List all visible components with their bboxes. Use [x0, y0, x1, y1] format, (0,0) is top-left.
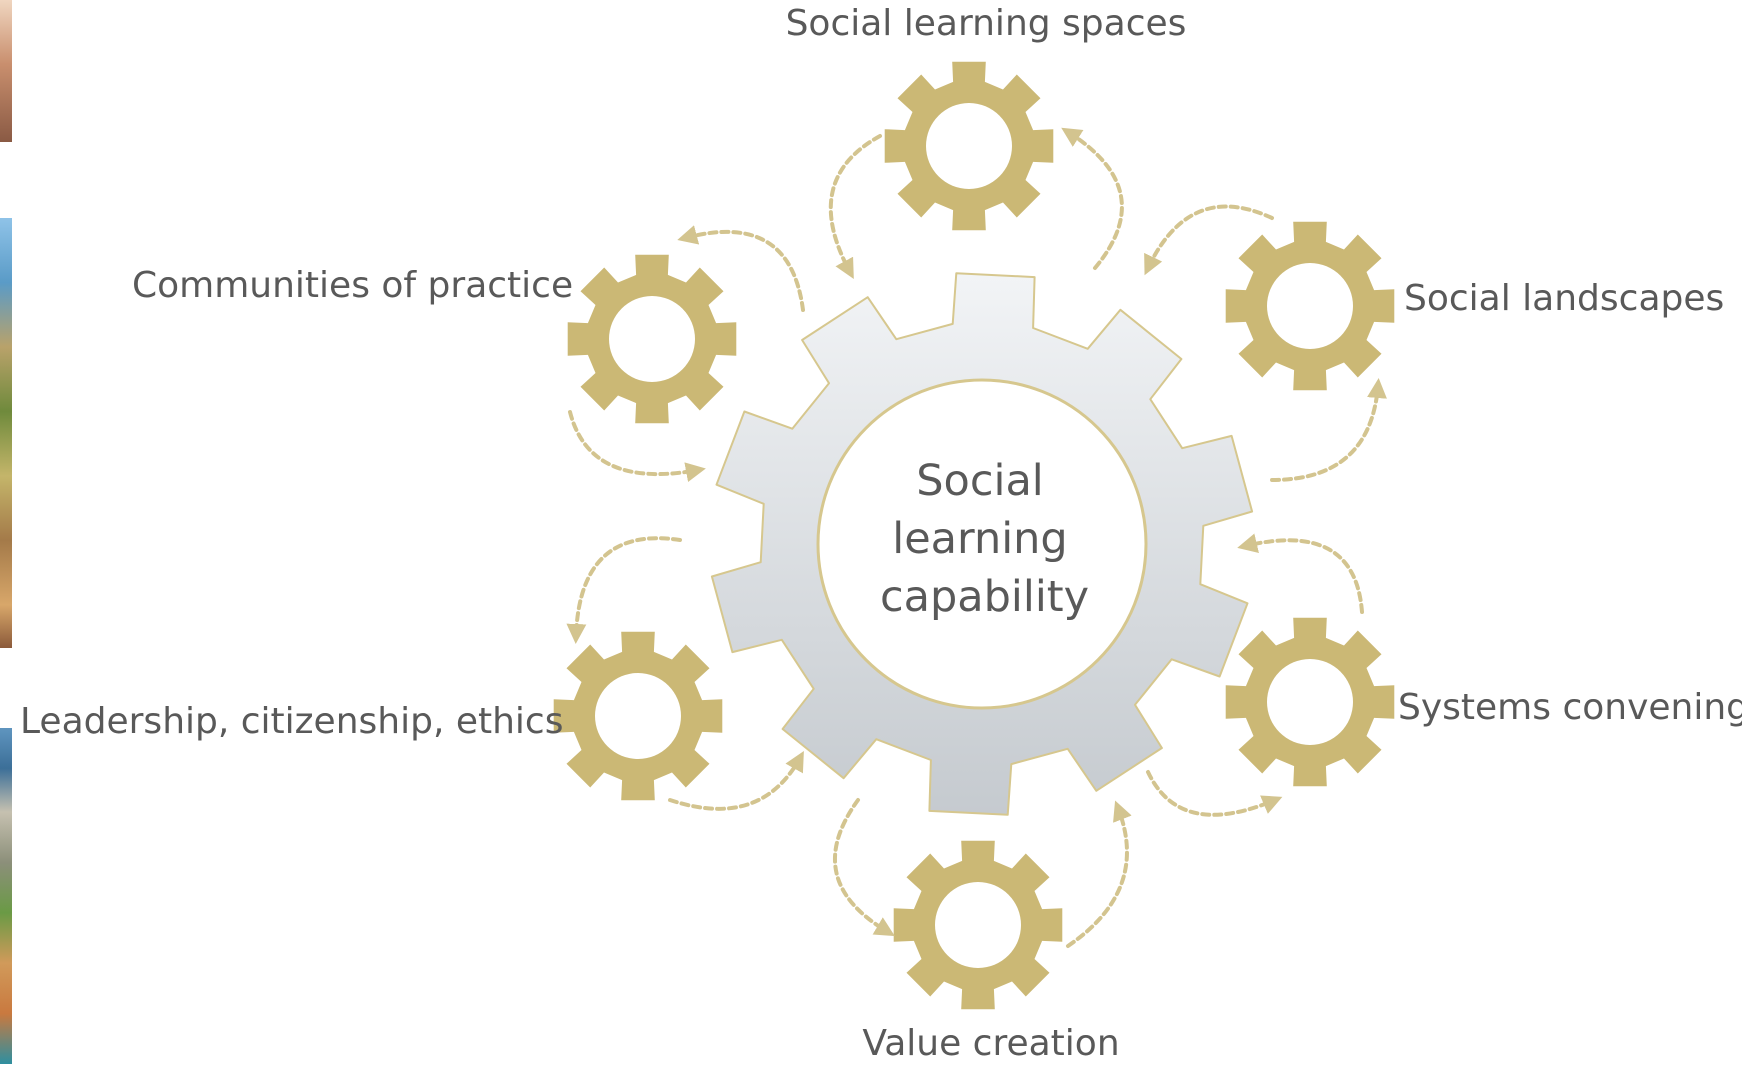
arrow-lower-right-top	[1237, 533, 1364, 614]
central-label-line-1: Social	[916, 456, 1044, 506]
cycle-arrows	[566, 127, 1387, 948]
arrow-top-right	[1061, 127, 1124, 270]
small-gears-group	[553, 61, 1395, 1010]
background-photo-strip-bottom	[0, 728, 12, 1064]
node-label-social-landscapes: Social landscapes	[1404, 278, 1725, 319]
gear-hole-upper-right	[1267, 263, 1353, 349]
gear-hole-bottom	[935, 882, 1021, 968]
central-gear-label: Social learning capability	[880, 452, 1090, 626]
node-label-leadership-citizenship-ethics: Leadership, citizenship, ethics	[20, 701, 564, 742]
central-label-line-3: capability	[880, 572, 1090, 622]
node-label-value-creation: Value creation	[862, 1023, 1120, 1064]
central-label-line-2: learning	[892, 514, 1068, 564]
gear-hole-top	[926, 103, 1012, 189]
gear-hole-lower-left	[595, 673, 681, 759]
arrow-lower-right-bottom	[1146, 770, 1283, 817]
node-label-social-learning-spaces: Social learning spaces	[785, 3, 1187, 44]
arrow-upper-left-top	[677, 225, 805, 312]
arrow-lower-left-bottom	[668, 751, 804, 811]
arrow-lower-left-top	[566, 536, 682, 644]
gear-hole-lower-right	[1267, 659, 1353, 745]
central-gear-hole	[816, 378, 1148, 710]
gear-hole-upper-left	[609, 296, 695, 382]
background-photo-strip-top	[0, 0, 12, 142]
background-photo-strip-middle	[0, 218, 12, 648]
arrow-top-left	[828, 134, 882, 280]
arrow-bottom-left	[833, 798, 895, 937]
arrow-upper-left-bottom	[568, 410, 706, 483]
arrow-upper-right-bottom	[1270, 378, 1387, 482]
central-gear	[710, 272, 1254, 816]
arrow-bottom-right	[1066, 800, 1132, 948]
node-label-communities-of-practice: Communities of practice	[132, 265, 574, 306]
arrow-upper-right-top	[1144, 204, 1274, 276]
node-label-systems-convening: Systems convening	[1398, 687, 1742, 728]
